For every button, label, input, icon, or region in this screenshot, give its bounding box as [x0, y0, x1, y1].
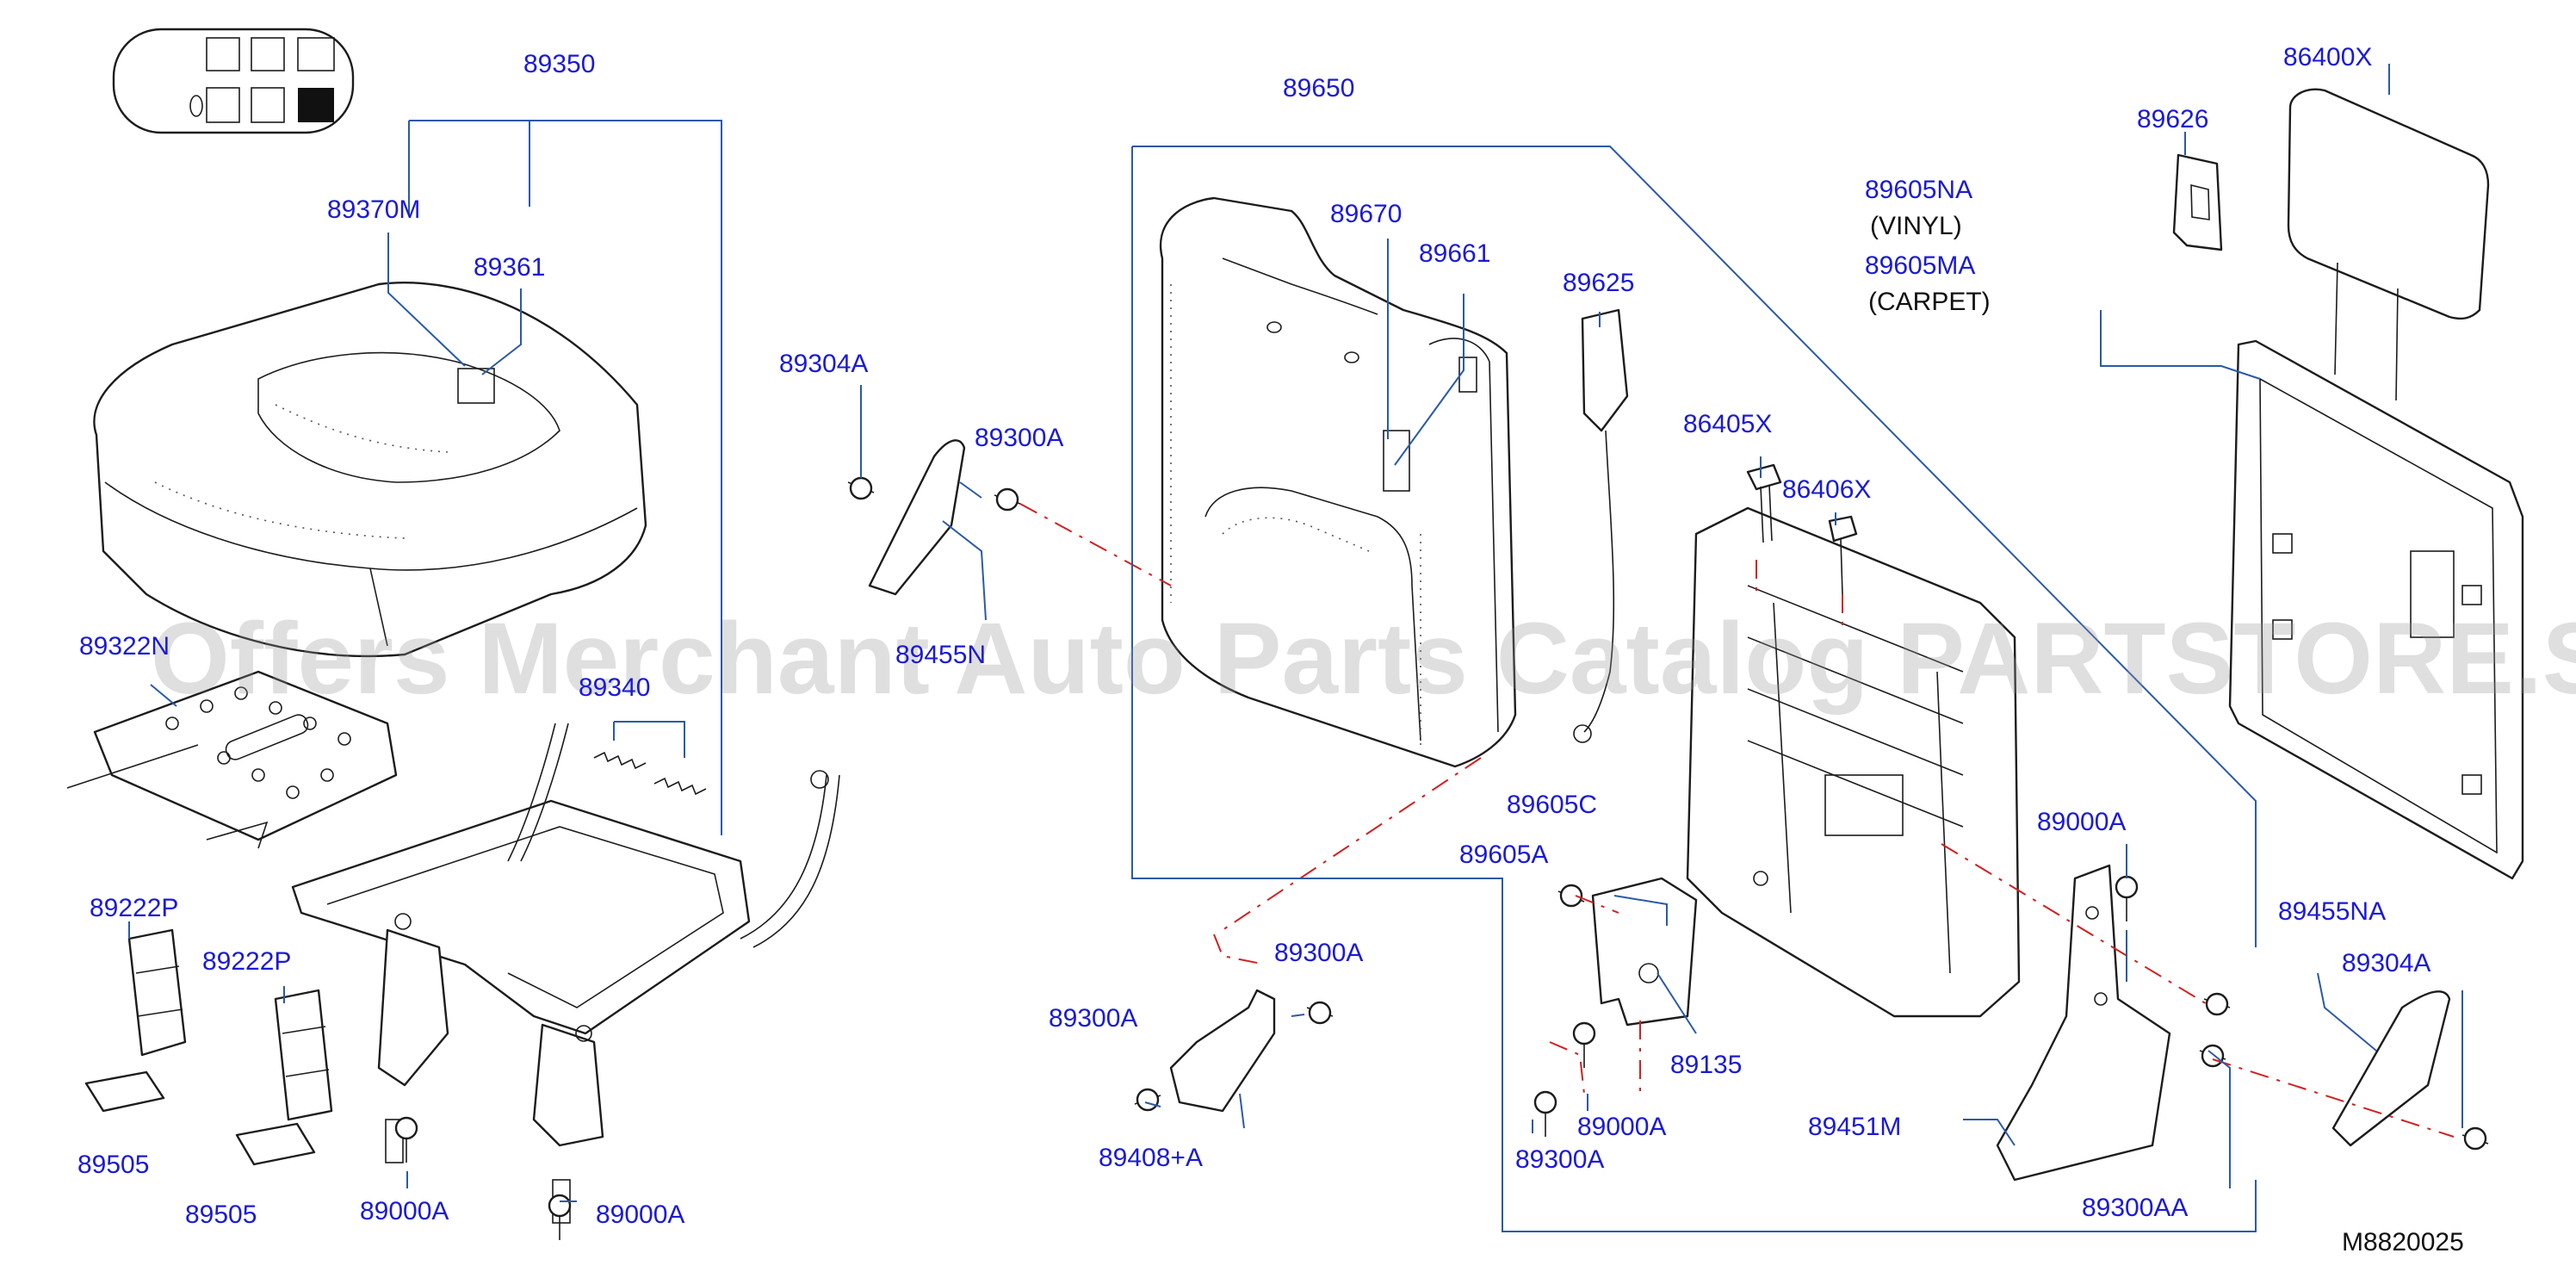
label-89361[interactable]: 89361 [474, 253, 545, 282]
label-89455n[interactable]: 89455N [895, 641, 986, 669]
label-89505-b[interactable]: 89505 [185, 1200, 257, 1229]
label-89340[interactable]: 89340 [579, 673, 650, 702]
back-board-drawing [2228, 339, 2524, 880]
hinge-bracket-89451M-drawing [1996, 864, 2171, 1182]
label-89222p-a[interactable]: 89222P [90, 894, 178, 922]
label-86405x[interactable]: 86405X [1683, 410, 1772, 438]
label-89370m[interactable]: 89370M [327, 195, 420, 224]
label-89304a-a[interactable]: 89304A [779, 350, 868, 378]
belt-89625-drawing [1573, 308, 1629, 743]
alignment-lines [1019, 503, 2455, 1138]
label-89455na[interactable]: 89455NA [2278, 897, 2386, 926]
label-89350[interactable]: 89350 [523, 50, 595, 78]
bracket-89455NA-drawing [2331, 990, 2451, 1147]
label-89000a-d[interactable]: 89000A [2037, 808, 2126, 836]
label-86406x[interactable]: 86406X [1782, 475, 1871, 504]
label-89300aa[interactable]: 89300AA [2082, 1194, 2188, 1222]
label-89300a-d[interactable]: 89300A [1515, 1145, 1604, 1174]
seat-frame-drawing [291, 723, 840, 1224]
label-89605c[interactable]: 89605C [1507, 791, 1597, 819]
label-89626[interactable]: 89626 [2137, 105, 2208, 133]
label-89650[interactable]: 89650 [1283, 74, 1354, 102]
label-89408a[interactable]: 89408+A [1099, 1144, 1203, 1172]
cover-89408-drawing [1169, 989, 1276, 1113]
label-vinyl: (VINYL) [1870, 212, 1962, 240]
pins-drawing [1746, 463, 1858, 595]
seat-index-icon [112, 28, 355, 134]
clip-89626-drawing [2172, 153, 2223, 251]
label-89625[interactable]: 89625 [1563, 269, 1634, 297]
watermark: Offers Merchant Auto Parts Catalog PARTS… [151, 602, 2576, 716]
label-carpet: (CARPET) [1868, 288, 1991, 316]
bracket-89135-drawing [1591, 877, 1698, 1027]
label-89300a-b[interactable]: 89300A [1274, 939, 1363, 967]
cap-89505-drawing [84, 1070, 316, 1166]
part-labels: 89350 89370M 89361 89322N 89340 89222P 8… [77, 43, 2430, 1229]
label-89222p-b[interactable]: 89222P [202, 947, 291, 976]
label-89135[interactable]: 89135 [1670, 1051, 1742, 1079]
bracket-89455N-drawing [868, 439, 966, 596]
label-89451m[interactable]: 89451M [1808, 1113, 1901, 1141]
seat-cushion-drawing [93, 282, 647, 658]
label-89605ma[interactable]: 89605MA [1865, 251, 1975, 280]
label-89304a-b[interactable]: 89304A [2342, 949, 2430, 977]
headrest-drawing [2287, 88, 2490, 401]
label-89000a-b[interactable]: 89000A [596, 1200, 684, 1229]
label-89670[interactable]: 89670 [1330, 200, 1402, 228]
label-89661[interactable]: 89661 [1419, 239, 1490, 268]
label-89300a-a[interactable]: 89300A [975, 424, 1063, 452]
spring-89340-drawing [593, 751, 707, 796]
label-89605a[interactable]: 89605A [1459, 841, 1548, 869]
cushion-pan-drawing [66, 670, 398, 849]
figure-code: M8820025 [2342, 1228, 2464, 1256]
label-89505-a[interactable]: 89505 [77, 1151, 149, 1179]
seatback-pad-drawing [1160, 196, 1517, 768]
seatback-frame-drawing [1686, 506, 2021, 1018]
label-89000a-a[interactable]: 89000A [360, 1197, 449, 1225]
leader-lines [128, 64, 2463, 1232]
label-89300a-c[interactable]: 89300A [1049, 1004, 1137, 1033]
label-89605na[interactable]: 89605NA [1865, 176, 1972, 204]
label-86400x[interactable]: 86400X [2283, 43, 2372, 71]
label-89000a-c[interactable]: 89000A [1577, 1113, 1666, 1141]
label-89322n[interactable]: 89322N [79, 632, 170, 661]
hinge-cover-89222P-drawing [127, 928, 333, 1121]
